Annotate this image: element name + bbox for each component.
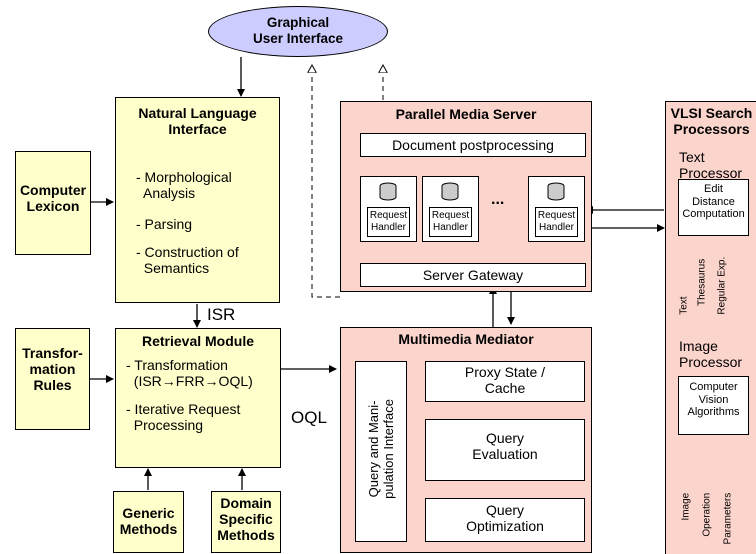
query-optimization-label: Query Optimization [466, 502, 544, 535]
proxy-cache: Proxy State / Cache [425, 361, 585, 402]
edit-distance-label: Edit Distance Computation [682, 183, 745, 221]
regexp-input-label: Regular Exp. [716, 256, 728, 315]
server-gateway-label: Server Gateway [422, 267, 524, 283]
query-optimization: Query Optimization [425, 498, 585, 542]
oql-label: OQL [291, 408, 327, 427]
server-gateway: Server Gateway [360, 263, 586, 287]
retrieval-item-iterative: - Iterative Request Processing [126, 401, 241, 434]
request-handler-1-label: Request Handler [369, 210, 408, 233]
thesaurus-input-label: Thesaurus [696, 258, 708, 306]
database-icon [547, 182, 565, 201]
vision-box: Computer Vision Algorithms [678, 376, 749, 435]
document-postprocessing-label: Document postprocessing [392, 137, 554, 153]
transformation-rules-title: Transfor- mation Rules [22, 345, 83, 394]
pms-box: Parallel Media Server Document postproce… [340, 101, 592, 292]
dashed-arrow-mediator-to-gui [312, 65, 340, 298]
pms-title: Parallel Media Server [395, 106, 537, 122]
mediator-title: Multimedia Mediator [398, 331, 534, 347]
query-manipulation-interface: Query and Mani- pulation Interface [355, 361, 407, 542]
proxy-cache-label: Proxy State / Cache [464, 364, 546, 397]
request-handler-2-inner: Request Handler [429, 207, 472, 237]
query-evaluation-label: Query Evaluation [472, 430, 538, 463]
nli-item-parsing: - Parsing [136, 216, 193, 232]
gui-title: Graphical User Interface [252, 15, 344, 46]
vlsi-title: VLSI Search Processors [670, 105, 753, 138]
retrieval-item-transformation: - Transformation (ISR→FRR→OQL) [126, 357, 253, 390]
query-evaluation: Query Evaluation [425, 419, 585, 481]
operation-input-label: Operation [701, 492, 713, 537]
image-input-label: Image [680, 492, 692, 521]
text-processor-label: Text Processor [679, 149, 743, 182]
nli-box: Natural Language Interface - Morphologic… [115, 97, 280, 303]
parameters-input-label: Parameters [722, 492, 734, 545]
request-handler-2: Request Handler [422, 176, 479, 242]
isr-label: ISR [207, 305, 236, 324]
request-handler-1: Request Handler [360, 176, 417, 242]
lexicon-box: Computer Lexicon [15, 151, 91, 255]
domain-methods-box: Domain Specific Methods [211, 491, 281, 553]
document-postprocessing: Document postprocessing [360, 133, 586, 157]
domain-methods-title: Domain Specific Methods [217, 495, 275, 544]
vlsi-box: VLSI Search Processors Text Processor Ed… [665, 101, 756, 554]
edit-distance-box: Edit Distance Computation [678, 179, 749, 236]
request-handler-3-inner: Request Handler [535, 207, 578, 237]
request-handler-3-label: Request Handler [537, 210, 576, 233]
retrieval-title: Retrieval Module [141, 333, 255, 349]
request-handler-2-label: Request Handler [431, 210, 470, 233]
generic-methods-title: Generic Methods [119, 505, 178, 538]
database-icon [379, 182, 397, 201]
generic-methods-box: Generic Methods [113, 491, 184, 553]
nli-item-semantics: - Construction of Semantics [136, 244, 239, 277]
request-handler-1-inner: Request Handler [367, 207, 410, 237]
database-icon [441, 182, 459, 201]
transformation-rules-box: Transfor- mation Rules [15, 328, 90, 430]
handler-ellipsis: ... [491, 191, 505, 208]
mediator-box: Multimedia Mediator Query and Mani- pula… [340, 327, 592, 553]
query-manipulation-interface-label: Query and Mani- pulation Interface [366, 399, 396, 499]
retrieval-box: Retrieval Module - Transformation (ISR→F… [115, 328, 281, 468]
image-processor-label: Image Processor [679, 338, 743, 371]
nli-title: Natural Language Interface [138, 105, 257, 138]
vision-label: Computer Vision Algorithms [687, 381, 740, 419]
text-input-label: Text [678, 296, 690, 315]
request-handler-3: Request Handler [528, 176, 585, 242]
nli-item-morphology: - Morphological Analysis [136, 169, 232, 202]
gui-node: Graphical User Interface [208, 6, 388, 57]
lexicon-title: Computer Lexicon [19, 182, 87, 215]
